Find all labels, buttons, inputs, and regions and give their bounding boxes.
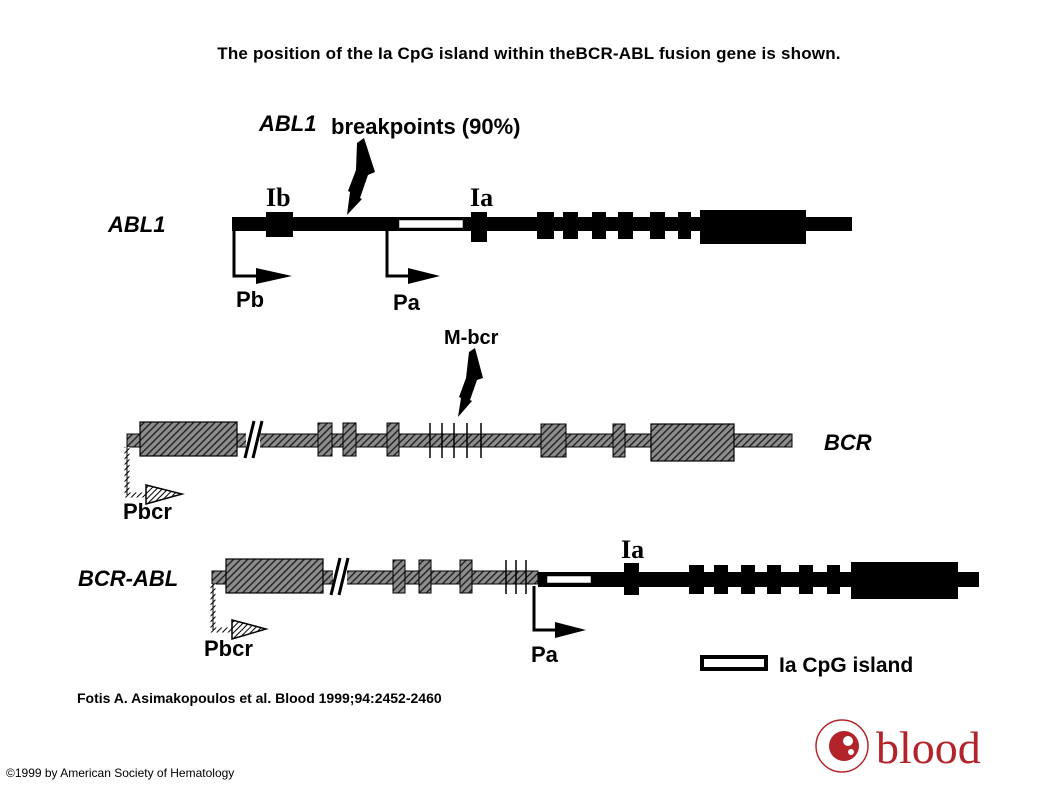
fusion-mbcr-ticks: [505, 560, 527, 594]
blood-journal-logo: blood: [815, 719, 981, 773]
figure-title: The position of the Ia CpG island within…: [217, 44, 841, 63]
bcr-break-mark: [251, 420, 264, 459]
abl1-promoter-a-arrowhead-icon: [408, 268, 440, 284]
fusion-abl-exon: [689, 565, 704, 594]
bcr-exon: [386, 422, 400, 457]
fusion-abl-exon: [741, 565, 755, 594]
bcr-exon: [540, 423, 567, 458]
bcr-gene-label: BCR: [824, 430, 872, 455]
fusion-abl-exon: [767, 565, 781, 594]
fusion-bcr-exon-first: [225, 558, 324, 594]
fusion-break-mark: [329, 557, 342, 596]
abl1-breakpoint-bolt-icon: [347, 138, 375, 215]
abl1-promoter-b-arrow-icon: [232, 230, 258, 278]
logo-seal-core: [829, 731, 859, 761]
abl1-exon-ib-label: Ib: [266, 183, 291, 212]
abl1-gene-label: ABL1: [107, 212, 165, 237]
bcr-break-gap: [246, 420, 260, 460]
bcr-region-label: M-bcr: [444, 327, 499, 349]
abl1-promoter-b-label: Pb: [236, 287, 264, 312]
abl1-exon-ia: [471, 212, 487, 242]
fusion-promoter-bcr-arrowhead-icon: [231, 619, 269, 641]
logo-seal-cell: [848, 749, 854, 755]
abl1-exon: [678, 212, 691, 239]
bcr-abl-panel: Ia BCR-ABL Pbcr Pa: [78, 535, 979, 667]
abl1-cpg-island: [396, 217, 466, 231]
bcr-promoter-label: Pbcr: [123, 499, 172, 524]
bcr-mbcr-ticks: [429, 423, 482, 458]
bcr-promoter-arrowhead-icon: [145, 484, 185, 505]
abl1-promoter-a-arrow-icon: [385, 230, 410, 278]
abl1-exon: [650, 212, 665, 239]
legend-cpg-swatch: [700, 655, 768, 671]
bcr-exon: [317, 422, 333, 457]
abl1-breakpoint-gene-label: ABL1: [258, 111, 316, 136]
abl1-breakpoints-label: breakpoints (90%): [331, 114, 521, 139]
fusion-promoter-bcr-label: Pbcr: [204, 636, 253, 661]
fusion-abl-exon-last: [851, 562, 958, 599]
fusion-cpg-island: [544, 573, 594, 586]
fusion-bcr-exon: [459, 559, 473, 594]
fusion-exon-ia: [624, 563, 639, 595]
abl1-promoter-b-arrowhead-icon: [256, 268, 292, 284]
abl1-exon: [618, 212, 633, 239]
legend-cpg-label: Ia CpG island: [779, 654, 913, 677]
bcr-exon: [342, 422, 357, 457]
fusion-abl-exon: [714, 565, 728, 594]
fusion-bcr-exon: [418, 559, 432, 594]
fusion-break-mark: [337, 557, 350, 596]
fusion-abl-exon: [799, 565, 813, 594]
abl1-exon-ib: [266, 212, 293, 237]
fusion-exon-ia-label: Ia: [621, 535, 644, 564]
bcr-panel: M-bcr BCR Pbcr: [123, 327, 872, 524]
legend: Ia CpG island: [700, 654, 913, 677]
abl1-exon: [563, 212, 578, 239]
bcr-exon: [612, 423, 626, 458]
copyright-notice: ©1999 by American Society of Hematology: [6, 766, 235, 780]
bcr-exon-last: [650, 423, 735, 462]
fusion-promoter-a-arrow-icon: [532, 586, 558, 632]
logo-text: blood: [876, 722, 981, 773]
abl1-panel: ABL1 breakpoints (90%) Ib Ia ABL1 Pb Pa: [107, 111, 852, 315]
bcr-break-mark: [243, 420, 256, 459]
abl1-exon: [592, 212, 606, 239]
abl1-exon-ia-label: Ia: [470, 183, 493, 212]
bcr-breakpoint-bolt-icon: [458, 348, 483, 417]
logo-seal-cell: [843, 736, 853, 746]
figure-citation: Fotis A. Asimakopoulos et al. Blood 1999…: [77, 690, 442, 706]
bcr-backbone: [126, 433, 793, 448]
fusion-promoter-a-arrowhead-icon: [555, 622, 586, 638]
bcr-exon-first: [139, 421, 238, 457]
fusion-bcr-exon: [392, 559, 406, 594]
abl1-promoter-a-label: Pa: [393, 290, 421, 315]
fusion-gene-label: BCR-ABL: [78, 566, 178, 591]
fusion-abl-exon: [827, 565, 840, 594]
fusion-promoter-a-label: Pa: [531, 642, 559, 667]
abl1-exon-last: [700, 210, 806, 244]
logo-seal-icon: [815, 719, 869, 773]
abl1-exon: [537, 212, 554, 239]
